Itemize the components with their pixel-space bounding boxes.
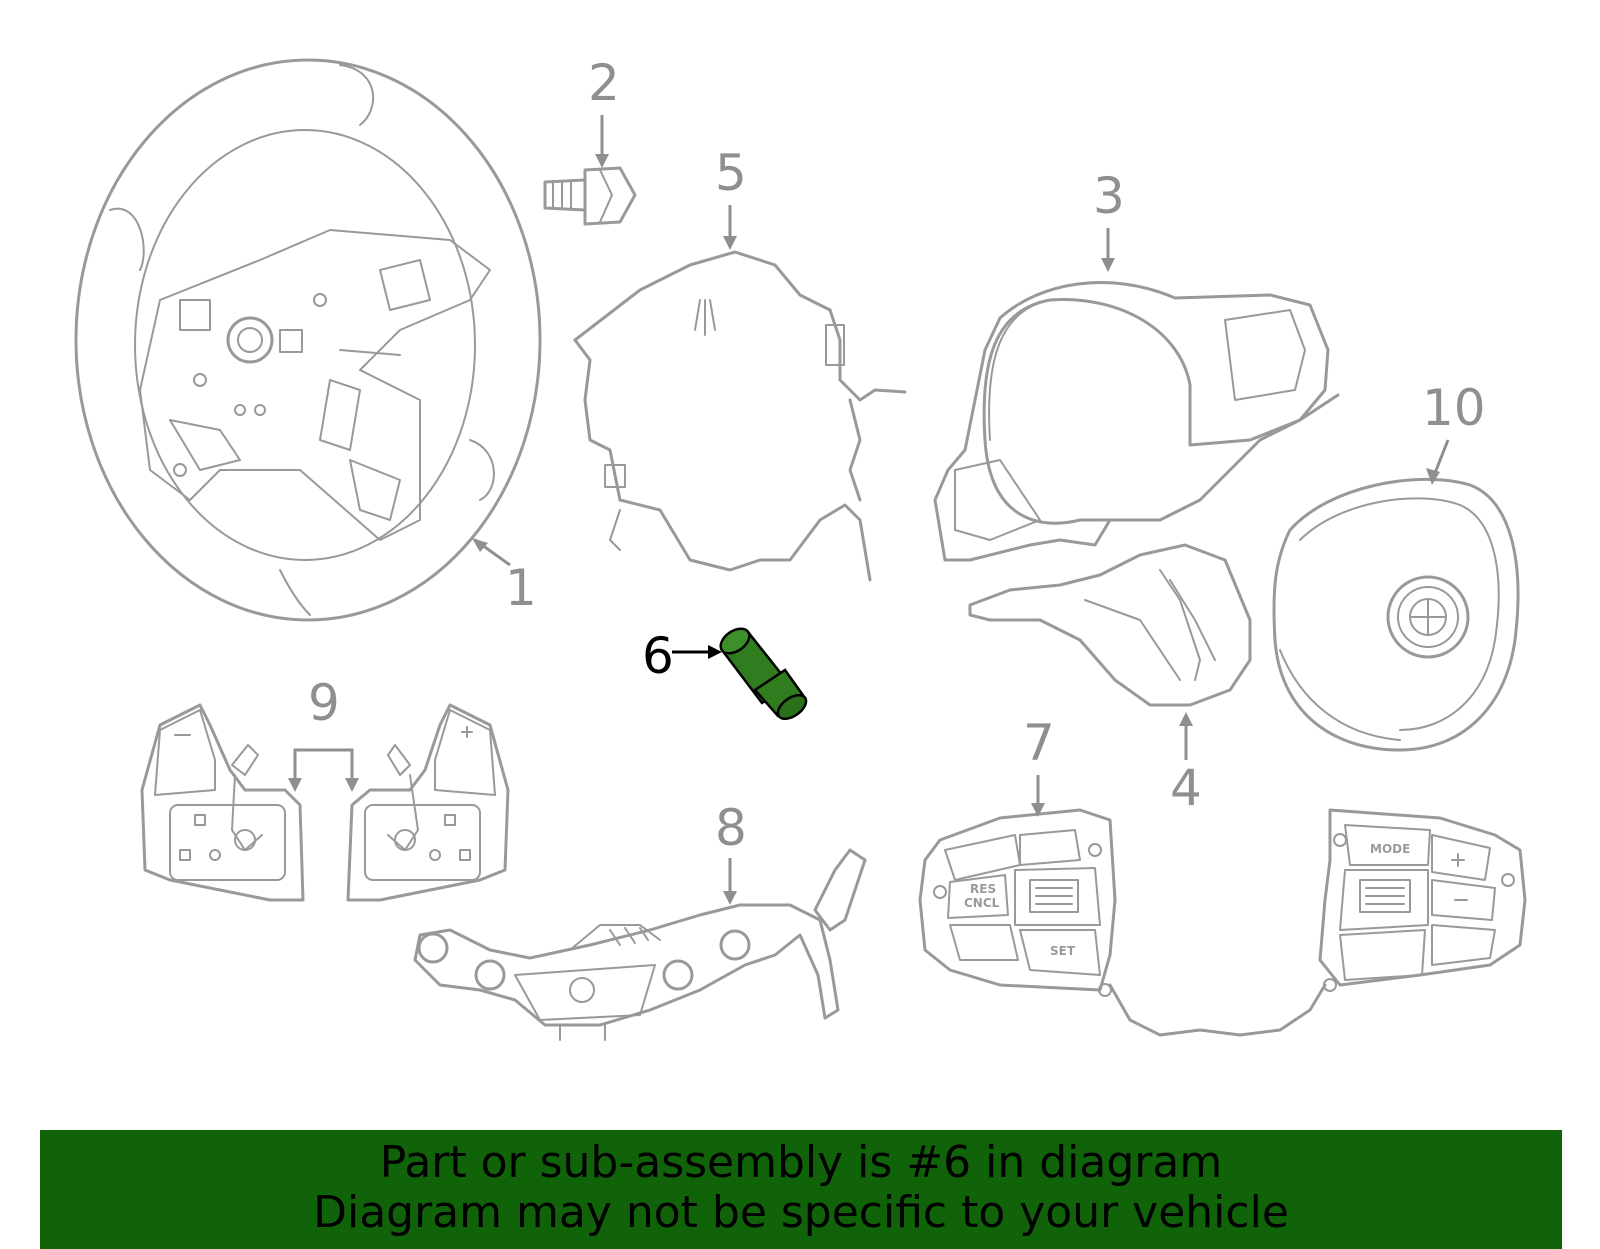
callout-2: 2 [588,54,620,168]
callout-5-label: 5 [715,144,747,202]
callout-8: 8 [715,799,747,905]
callout-1: 1 [472,538,537,617]
cncl-label: CNCL [964,896,1000,910]
airbag-part[interactable] [1272,477,1520,752]
callout-4-label: 4 [1170,759,1202,817]
info-banner: Part or sub-assembly is #6 in diagram Di… [40,1130,1562,1249]
callout-3-label: 3 [1093,167,1125,225]
mode-label: MODE [1370,842,1410,856]
wiring-harness-part[interactable] [573,250,907,582]
callout-2-label: 2 [588,54,620,112]
callout-7-label: 7 [1023,714,1055,772]
callout-7: 7 [1023,714,1055,817]
highlighted-part-6[interactable] [716,624,810,724]
callout-10: 10 [1422,379,1486,485]
callout-3: 3 [1093,167,1125,272]
trim-cover-part[interactable] [933,281,1340,562]
callout-9: 9 [288,674,359,792]
callout-5: 5 [715,144,747,250]
res-label: RES [970,882,996,896]
callout-6-label: 6 [642,627,674,685]
bolt-part[interactable] [543,166,637,226]
banner-line-2: Diagram may not be specific to your vehi… [313,1187,1289,1238]
banner-line-1: Part or sub-assembly is #6 in diagram [379,1137,1223,1188]
callout-4: 4 [1170,712,1202,817]
steering-wheel-part[interactable] [74,58,542,622]
parts-diagram: 1 2 5 6 [74,54,1527,1041]
set-label: SET [1050,944,1076,958]
callout-9-label: 9 [308,674,340,732]
callout-1-label: 1 [505,559,537,617]
callout-10-label: 10 [1422,379,1486,437]
callout-8-label: 8 [715,799,747,857]
callout-6: 6 [642,627,722,685]
shift-paddles-part[interactable] [140,703,510,902]
switch-bracket-part[interactable] [413,848,867,1041]
multifunction-switch-part[interactable]: RES CNCL SET MODE [918,808,1527,1037]
lower-trim-part[interactable] [968,543,1252,707]
